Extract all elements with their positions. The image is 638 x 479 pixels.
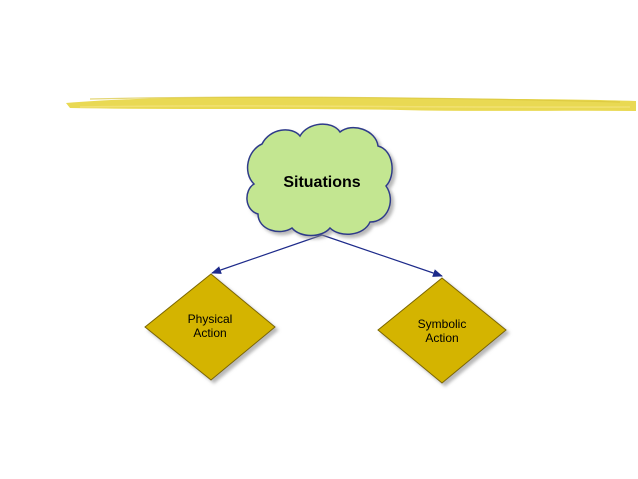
symbolic-action-node xyxy=(377,277,507,384)
diamond-shape xyxy=(377,277,507,384)
connector-to-symbolic-action xyxy=(321,234,443,277)
decorative-underline xyxy=(66,96,636,111)
symbolic-action-label-line1: Symbolic xyxy=(418,317,467,331)
diamond-shape xyxy=(144,273,276,381)
physical-action-label-line2: Action xyxy=(193,326,226,340)
situations-node xyxy=(246,123,393,237)
connector-to-physical-action xyxy=(211,234,323,274)
situations-label: Situations xyxy=(283,174,360,191)
cloud-shape xyxy=(246,123,393,237)
physical-action-node xyxy=(144,273,276,381)
physical-action-label-line1: Physical xyxy=(188,312,233,326)
symbolic-action-label-line2: Action xyxy=(425,331,458,345)
